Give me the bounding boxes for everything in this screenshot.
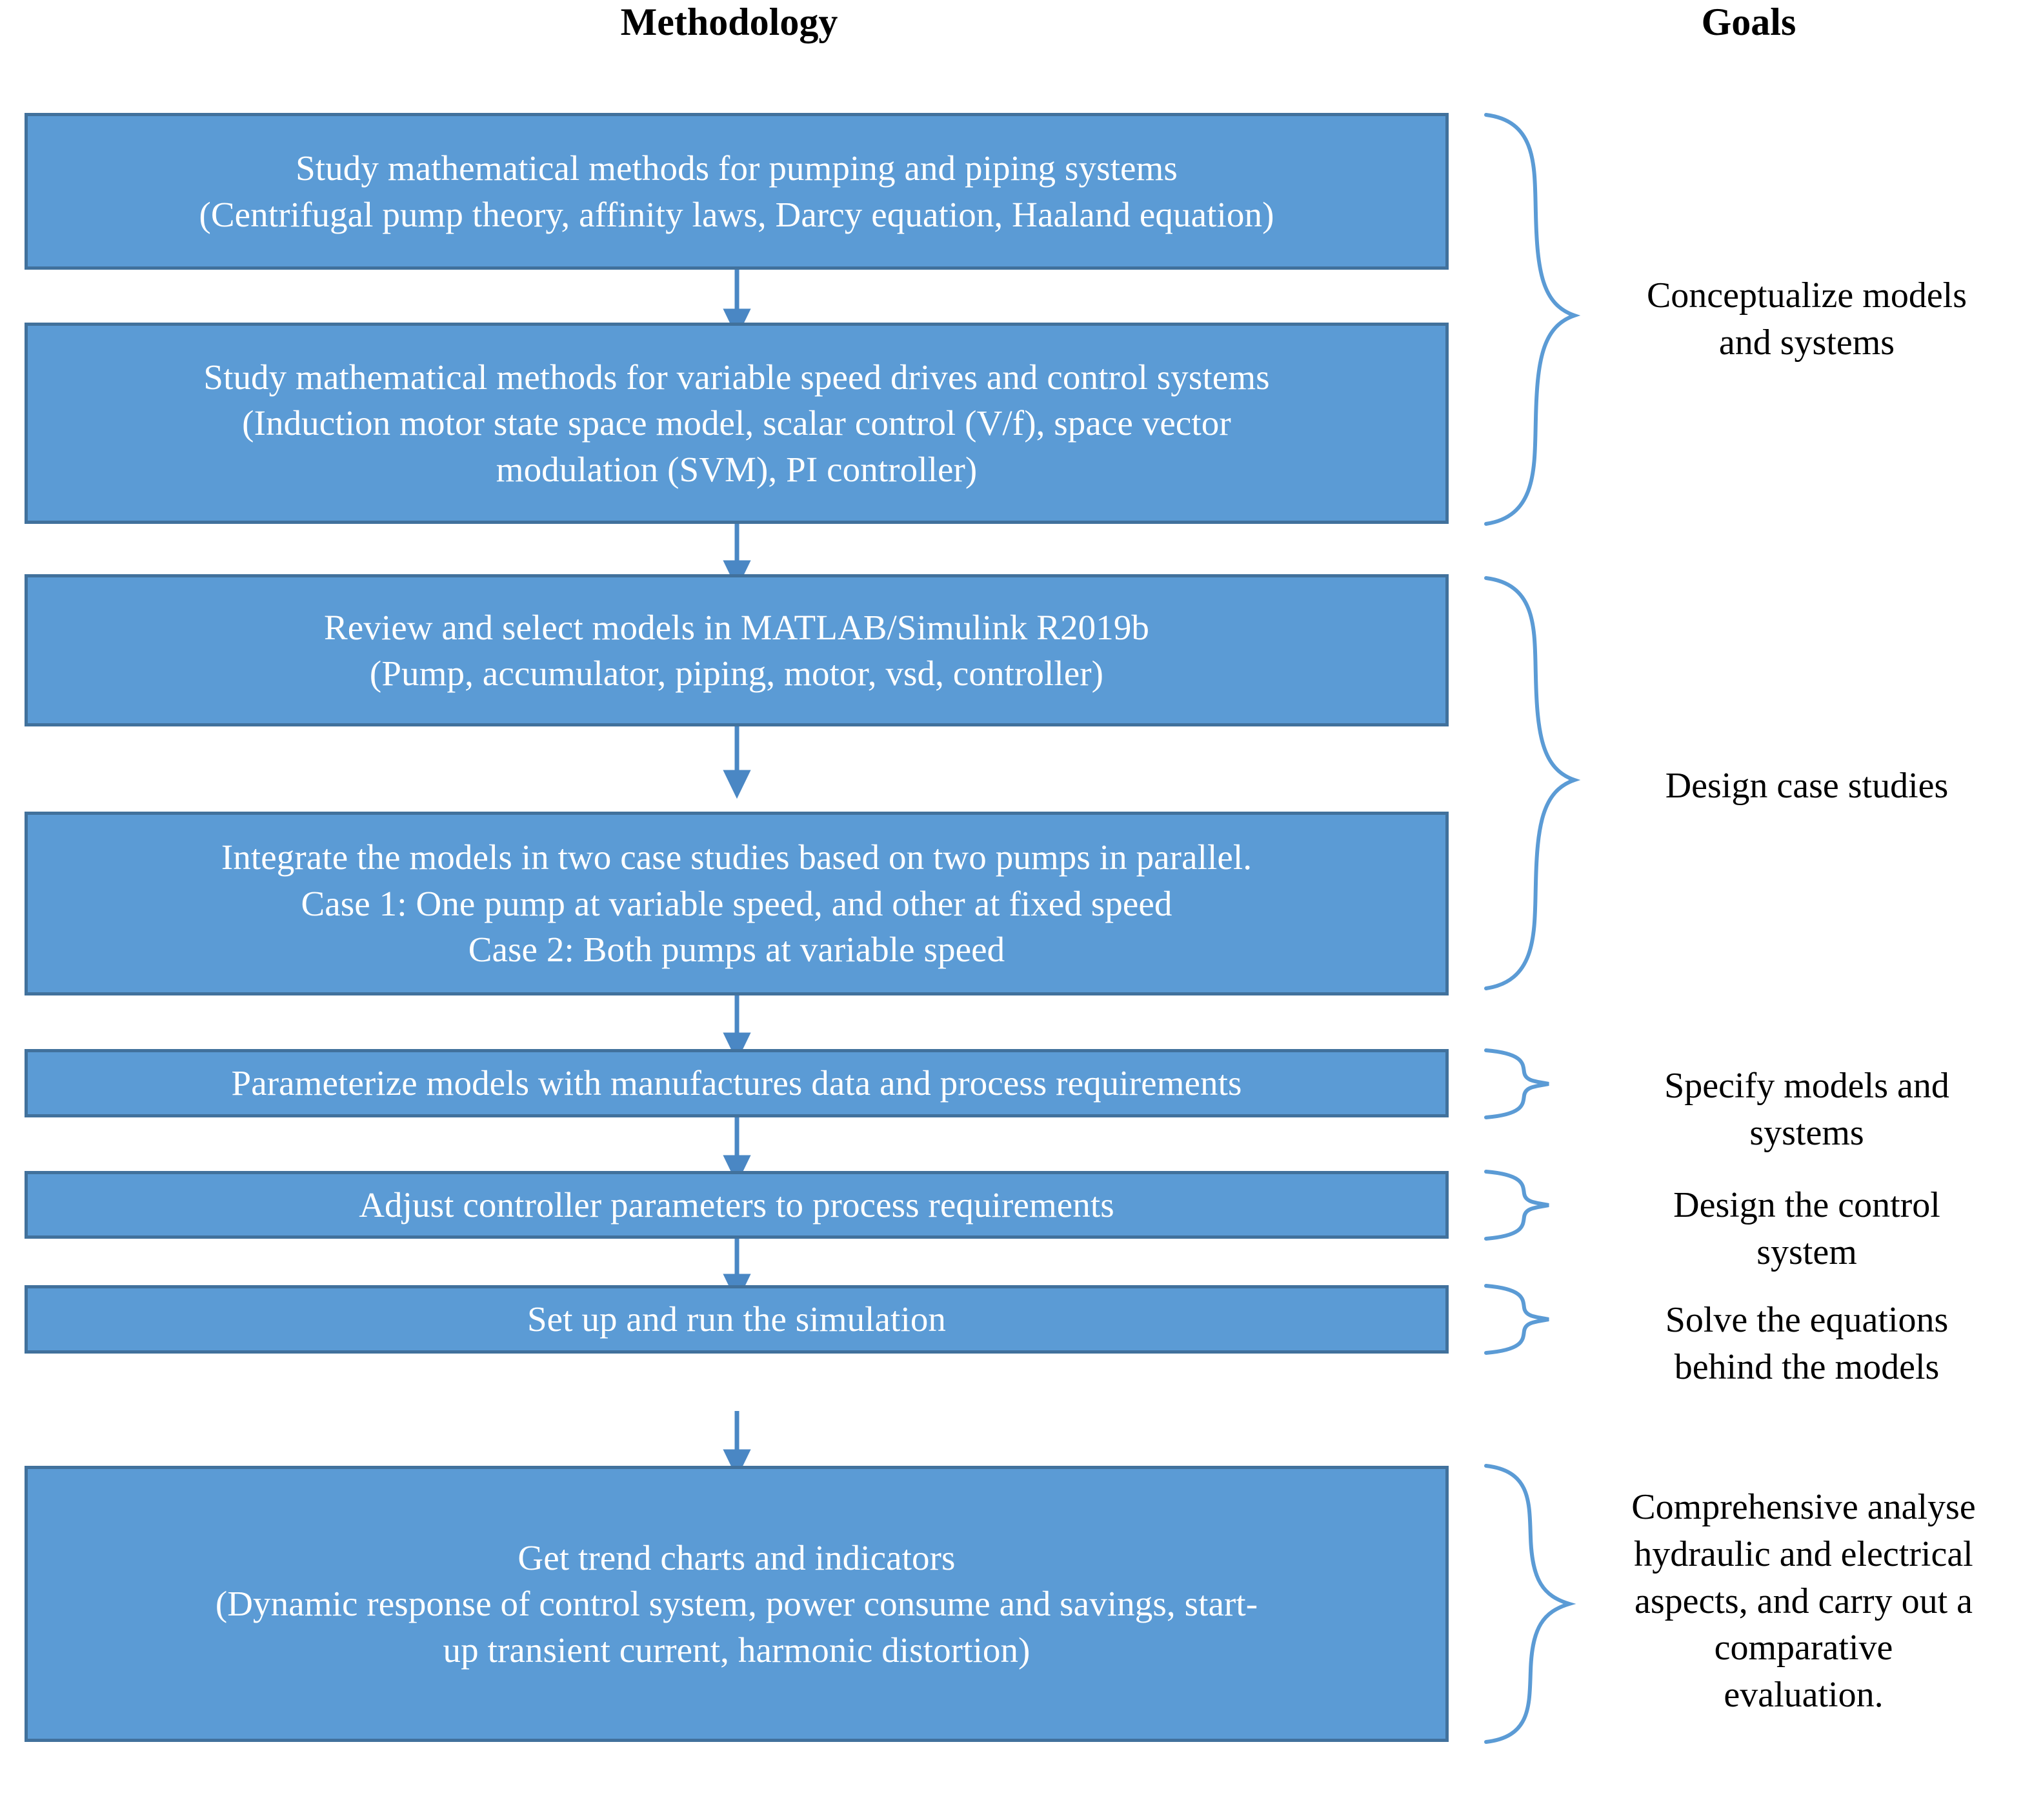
- brace-specify-models: [1484, 1048, 1549, 1119]
- brace-comprehensive-analyse: [1484, 1464, 1576, 1744]
- process-box-line: Case 1: One pump at variable speed, and …: [301, 883, 1172, 923]
- process-box-parameterize-models[interactable]: Parameterize models with manufactures da…: [25, 1049, 1449, 1117]
- process-box-line: up transient current, harmonic distortio…: [443, 1630, 1031, 1670]
- goal-label-comprehensive-analyse: Comprehensive analyse hydraulic and elec…: [1581, 1484, 2026, 1719]
- process-box-adjust-controller[interactable]: Adjust controller parameters to process …: [25, 1171, 1449, 1239]
- goal-line: Solve the equations: [1665, 1300, 1949, 1340]
- process-box-line: Review and select models in MATLAB/Simul…: [323, 607, 1150, 647]
- process-box-line: (Dynamic response of control system, pow…: [215, 1584, 1258, 1624]
- goal-line: Comprehensive analyse: [1631, 1487, 1976, 1527]
- process-box-line: (Centrifugal pump theory, affinity laws,…: [199, 194, 1274, 234]
- goal-line: hydraulic and electrical: [1634, 1534, 1973, 1574]
- goal-label-conceptualize: Conceptualize models and systems: [1600, 272, 2013, 366]
- process-box-line: (Pump, accumulator, piping, motor, vsd, …: [369, 654, 1104, 693]
- goal-line: and systems: [1718, 322, 1895, 363]
- goal-line: Specify models and: [1664, 1066, 1949, 1106]
- process-box-integrate-case-studies[interactable]: Integrate the models in two case studies…: [25, 812, 1449, 995]
- goal-line: Design the control: [1673, 1185, 1940, 1225]
- goal-line: Conceptualize models: [1646, 275, 1967, 315]
- process-box-line: (Induction motor state space model, scal…: [242, 403, 1231, 443]
- brace-conceptualize: [1484, 113, 1581, 526]
- brace-solve-equations: [1484, 1284, 1549, 1355]
- process-box-line: Integrate the models in two case studies…: [221, 837, 1252, 877]
- goal-line: system: [1756, 1232, 1857, 1272]
- process-box-study-vsd-control[interactable]: Study mathematical methods for variable …: [25, 323, 1449, 524]
- goal-line: evaluation.: [1724, 1675, 1884, 1715]
- goal-line: Design case studies: [1665, 766, 1949, 806]
- goal-line: comparative: [1714, 1628, 1893, 1668]
- process-box-review-select-models[interactable]: Review and select models in MATLAB/Simul…: [25, 574, 1449, 726]
- process-box-line: Study mathematical methods for pumping a…: [296, 148, 1178, 188]
- brace-design-case-studies: [1484, 576, 1581, 990]
- process-box-line: Parameterize models with manufactures da…: [231, 1063, 1242, 1103]
- process-box-study-pumping-piping[interactable]: Study mathematical methods for pumping a…: [25, 113, 1449, 270]
- process-box-line: Set up and run the simulation: [527, 1299, 947, 1339]
- goal-braces: [1484, 113, 1581, 1744]
- goal-label-design-control-system: Design the control system: [1600, 1182, 2013, 1276]
- goal-label-design-case-studies: Design case studies: [1600, 763, 2013, 810]
- process-box-line: modulation (SVM), PI controller): [496, 449, 978, 489]
- column-header-methodology: Methodology: [620, 1, 838, 43]
- column-header-goals: Goals: [1701, 1, 1796, 43]
- goal-line: systems: [1749, 1112, 1864, 1153]
- process-box-get-trend-charts[interactable]: Get trend charts and indicators (Dynamic…: [25, 1466, 1449, 1742]
- goal-line: aspects, and carry out a: [1635, 1581, 1973, 1621]
- goal-line: behind the models: [1674, 1346, 1940, 1387]
- process-box-run-simulation[interactable]: Set up and run the simulation: [25, 1285, 1449, 1354]
- brace-design-control-system: [1484, 1170, 1549, 1241]
- process-box-line: Get trend charts and indicators: [518, 1537, 956, 1577]
- process-box-line: Study mathematical methods for variable …: [203, 357, 1270, 397]
- process-box-line: Case 2: Both pumps at variable speed: [468, 930, 1005, 970]
- process-box-line: Adjust controller parameters to process …: [359, 1185, 1114, 1225]
- goal-label-solve-equations: Solve the equations behind the models: [1600, 1297, 2013, 1391]
- goal-label-specify-models: Specify models and systems: [1600, 1063, 2013, 1157]
